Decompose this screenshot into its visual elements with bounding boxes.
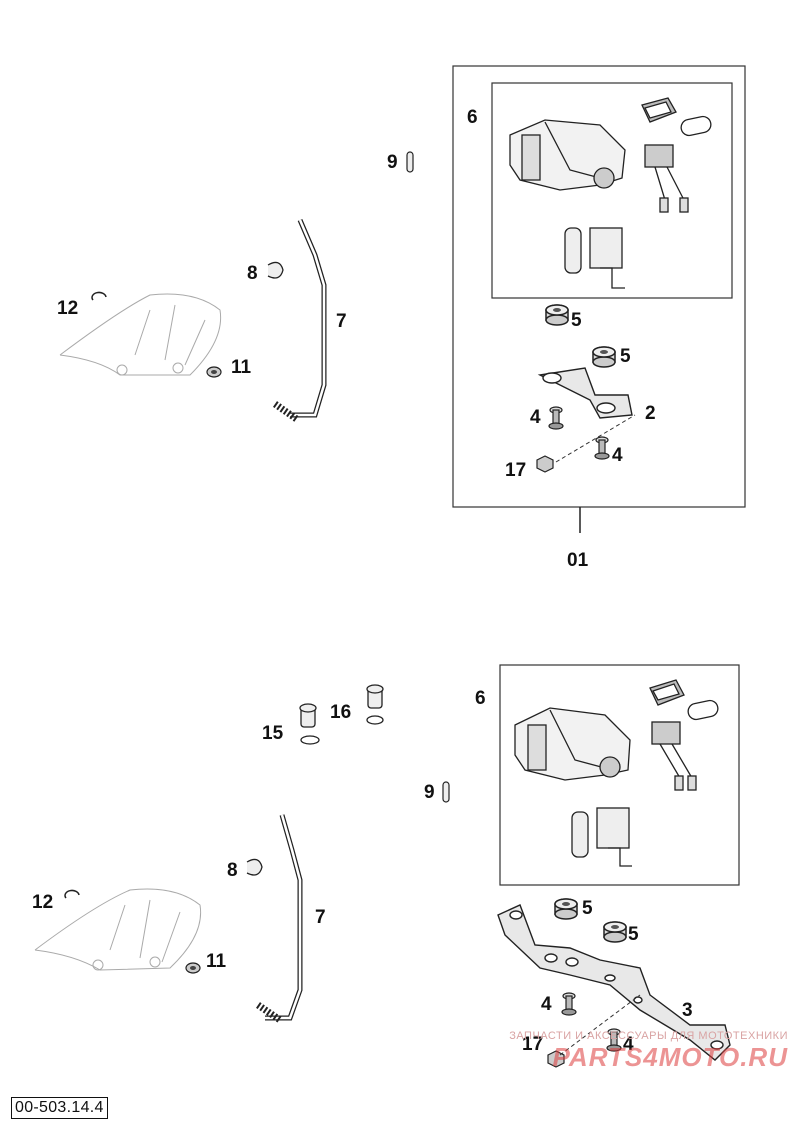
fork-sketch-bottom [34,888,202,971]
label-assembly-01: 01 [567,550,589,571]
circlip-12 [91,291,107,301]
speedometer-cable-bottom [256,814,303,1023]
watermark-tagline: ЗАПЧАСТИ И АКСЕССУАРЫ ДЛЯ МОТОТЕХНИКИ [509,1030,788,1042]
top-group: 6 9 8 7 12 11 5 5 4 2 17 4 01 [57,65,746,571]
sensor-connector-bottom [651,721,697,791]
bolt-17 [536,455,554,473]
nut-11 [206,366,222,378]
bottom-group: 6 15 16 9 8 7 12 11 5 5 4 3 17 4 [32,664,740,1068]
label-12: 12 [57,298,78,319]
display-unit-bottom [649,679,719,721]
label-6-bottom: 6 [475,688,486,709]
label-6: 6 [467,107,478,128]
clip-8 [267,261,284,279]
bracket-3 [497,904,731,1061]
sensor-connector [644,144,689,213]
part-16 [366,684,384,725]
diagram-reference-code: 00-503.14.4 [11,1097,108,1119]
fork-sketch [59,293,222,376]
label-8-bottom: 8 [227,860,238,881]
label-7: 7 [336,311,347,332]
clip-8-bottom [246,858,263,876]
label-5a-bottom: 5 [582,898,593,919]
assembly-inner-frame [491,82,733,299]
label-17: 17 [505,460,526,481]
display-unit [641,97,712,137]
label-16: 16 [330,702,351,723]
circlip-12-bottom [64,889,80,899]
label-12-bottom: 12 [32,892,53,913]
label-11-bottom: 11 [206,951,227,972]
speedometer-housing-bottom [514,707,631,781]
label-4b-bottom: 4 [623,1034,634,1055]
label-15: 15 [262,723,284,744]
label-7-bottom: 7 [315,907,326,928]
watermark: ЗАПЧАСТИ И АКСЕССУАРЫ ДЛЯ МОТОТЕХНИКИ PA… [509,1030,788,1073]
label-9: 9 [387,152,398,173]
label-5a: 5 [571,310,582,331]
label-4a: 4 [530,407,541,428]
label-4b: 4 [612,445,623,466]
bracket-2 [537,367,633,419]
part-15 [299,703,320,745]
label-11: 11 [231,357,252,378]
assembly-inner-frame-bottom [499,664,740,886]
assembly-01-frame [452,65,746,508]
label-3: 3 [682,1000,693,1021]
part-9-pin-bottom [442,781,450,803]
label-5b: 5 [620,346,631,367]
label-17-bottom: 17 [522,1034,543,1055]
part-9-pin [406,151,414,173]
label-5b-bottom: 5 [628,924,639,945]
speed-sensor [564,227,625,289]
label-9-bottom: 9 [424,782,435,803]
nut-11-bottom [185,962,201,974]
label-2: 2 [645,403,656,424]
speed-sensor-bottom [571,807,632,867]
label-8: 8 [247,263,258,284]
watermark-logo: PARTS4MOTO.RU [552,1042,788,1072]
label-4a-bottom: 4 [541,994,552,1015]
speedometer-housing [509,119,626,191]
speedometer-cable [273,219,327,423]
